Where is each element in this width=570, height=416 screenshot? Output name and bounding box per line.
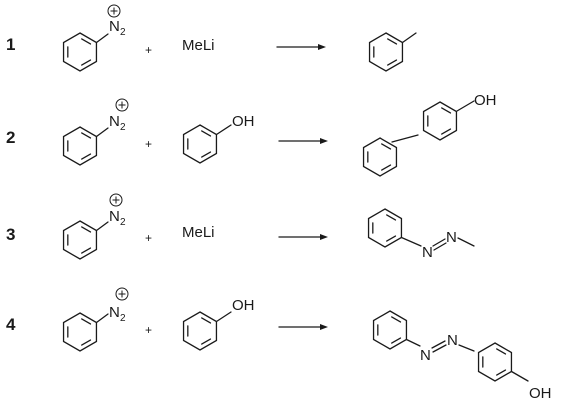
toluene-product [368, 32, 417, 72]
benzenediazonium-reactant: N 2 [62, 287, 129, 352]
benzene-ring [62, 312, 98, 352]
benzene-ring [362, 137, 398, 177]
hydroxyl-label: OH [232, 113, 255, 130]
methyl-phenyl-triazene-product: N N [367, 208, 475, 261]
hydroxyazobenzene-product: N N OH [372, 310, 552, 402]
diazonium-subscript: 2 [120, 313, 126, 324]
reaction-number-3: 3 [6, 225, 15, 244]
reaction-number-2: 2 [6, 128, 15, 147]
diazonium-nitrogen-label: N [109, 208, 120, 225]
benzenediazonium-reactant: N 2 [62, 98, 129, 166]
hydroxyl-label: OH [474, 92, 497, 109]
phenol-reactant: OH [182, 297, 255, 351]
reagent-text: MeLi [182, 37, 215, 54]
positive-charge-icon [115, 98, 129, 112]
plus-sign: + [145, 231, 152, 245]
diazonium-subscript: 2 [120, 122, 126, 133]
reaction-4: N 2 + OH N N OH [62, 287, 552, 402]
benzene-ring [368, 32, 404, 72]
reagent-text: MeLi [182, 224, 215, 241]
diazonium-nitrogen-label: N [109, 18, 120, 35]
reaction-arrow [278, 138, 328, 144]
benzene-ring [62, 126, 98, 166]
positive-charge-icon [109, 193, 123, 207]
benzene-ring [422, 101, 458, 141]
reaction-number-4: 4 [6, 315, 16, 334]
benzene-ring [182, 124, 218, 164]
reaction-1: N 2 + MeLi [62, 4, 417, 72]
plus-sign: + [145, 137, 152, 151]
positive-charge-icon [115, 287, 129, 301]
benzene-ring [372, 310, 408, 350]
diazonium-subscript: 2 [120, 27, 126, 38]
reaction-arrow [278, 324, 328, 330]
azo-nitrogen-label: N [422, 244, 433, 261]
reaction-number-1: 1 [6, 35, 15, 54]
benzene-ring [182, 311, 218, 351]
azo-nitrogen-label: N [420, 347, 431, 364]
diazonium-subscript: 2 [120, 217, 126, 228]
benzene-ring [477, 342, 513, 382]
benzenediazonium-reactant: N 2 [62, 193, 126, 260]
positive-charge-icon [107, 4, 121, 18]
reaction-2: N 2 + OH OH [62, 92, 497, 177]
plus-sign: + [145, 323, 152, 337]
hydroxyl-label: OH [232, 297, 255, 314]
plus-sign: + [145, 43, 152, 57]
benzene-ring [367, 208, 403, 248]
benzene-ring [62, 32, 98, 72]
benzene-ring [62, 220, 98, 260]
benzenediazonium-reactant: N 2 [62, 4, 126, 72]
reaction-arrow [276, 44, 326, 50]
azo-nitrogen-label: N [446, 229, 457, 246]
reaction-arrow [278, 234, 328, 240]
reaction-3: N 2 + MeLi N N [62, 193, 475, 261]
azo-nitrogen-label: N [447, 332, 458, 349]
diazonium-nitrogen-label: N [109, 113, 120, 130]
hydroxyl-label: OH [529, 385, 552, 402]
phenol-reactant: OH [182, 113, 255, 164]
hydroxybiphenyl-product: OH [362, 92, 497, 177]
diazonium-nitrogen-label: N [109, 304, 120, 321]
